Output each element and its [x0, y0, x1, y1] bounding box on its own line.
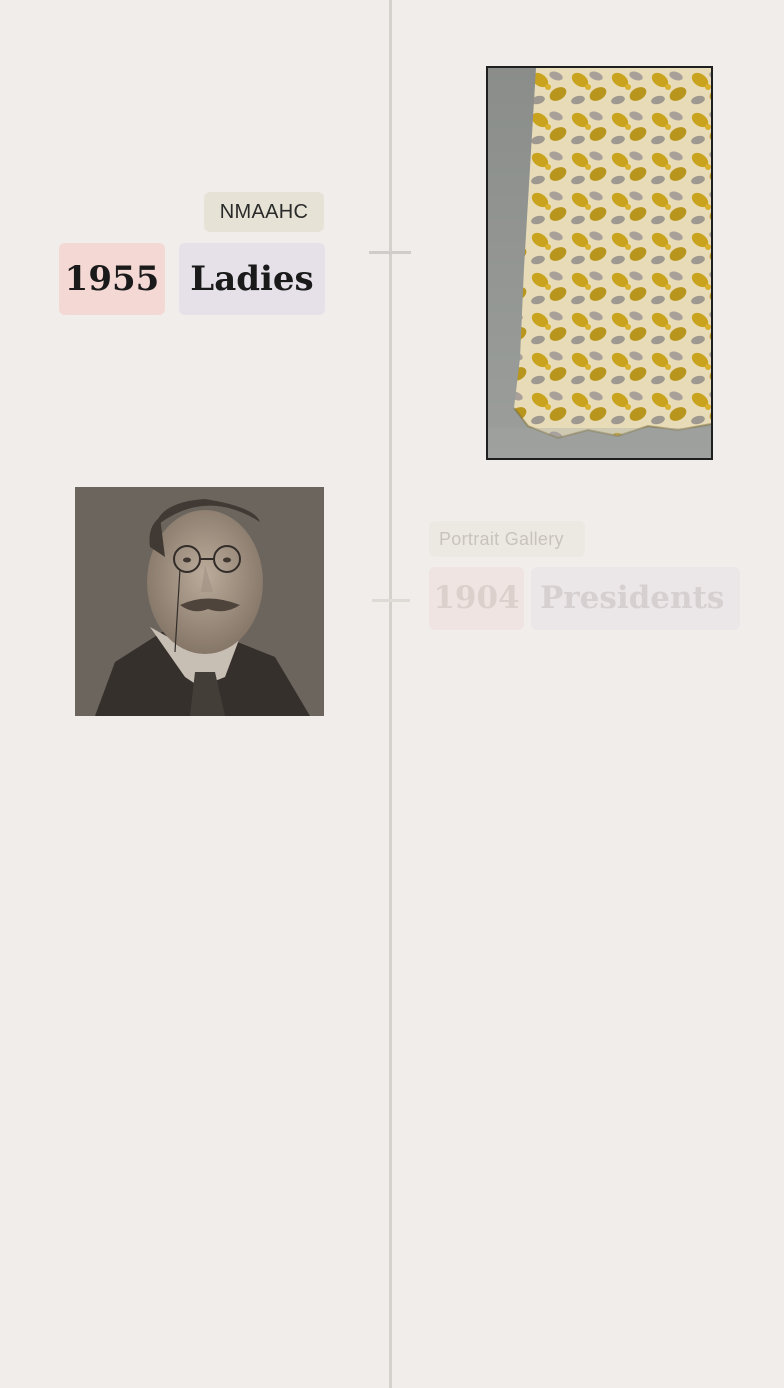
dress-photo[interactable]: [486, 66, 713, 460]
portrait-photo[interactable]: [75, 487, 324, 716]
timeline-connector: [372, 599, 410, 602]
dress-image: [488, 68, 711, 458]
category-badge[interactable]: Ladies: [179, 243, 325, 315]
source-tag: Portrait Gallery: [429, 521, 585, 557]
year-badge: 1955: [59, 243, 165, 315]
category-badge[interactable]: Presidents: [531, 567, 740, 630]
timeline-connector: [369, 251, 411, 254]
timeline-axis: [389, 0, 392, 1388]
portrait-image: [75, 487, 324, 716]
source-tag: NMAAHC: [204, 192, 324, 232]
year-badge: 1904: [429, 567, 524, 630]
